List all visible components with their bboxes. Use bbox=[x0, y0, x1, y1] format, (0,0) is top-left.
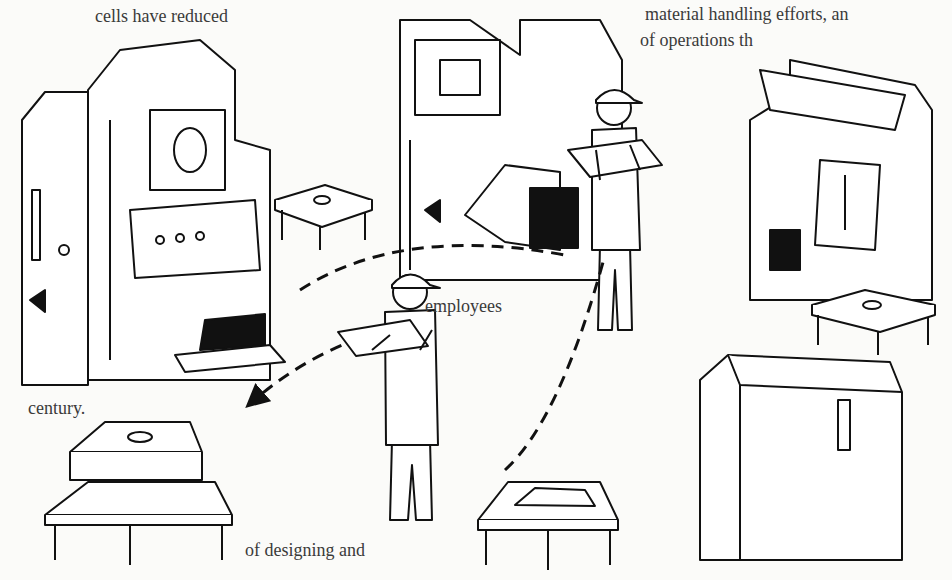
left-cabinet bbox=[22, 92, 88, 385]
text-fragment: cells have reduced bbox=[95, 6, 228, 27]
pallet-cart bbox=[45, 422, 232, 565]
right-machine bbox=[750, 60, 932, 300]
pallet-cart bbox=[812, 290, 935, 355]
flow-path bbox=[252, 246, 605, 470]
left-machine bbox=[88, 40, 285, 380]
text-fragment: of operations th bbox=[640, 30, 753, 51]
pallet-cart bbox=[275, 185, 372, 250]
pallet-cart bbox=[478, 482, 618, 570]
worker bbox=[568, 90, 662, 330]
text-fragment: material handling efforts, an bbox=[645, 4, 849, 25]
text-fragment: employees bbox=[425, 296, 502, 317]
text-fragment: of designing and bbox=[245, 540, 365, 561]
worker bbox=[338, 275, 440, 521]
bottom-machine bbox=[700, 355, 902, 560]
text-fragment: century. bbox=[28, 398, 85, 419]
